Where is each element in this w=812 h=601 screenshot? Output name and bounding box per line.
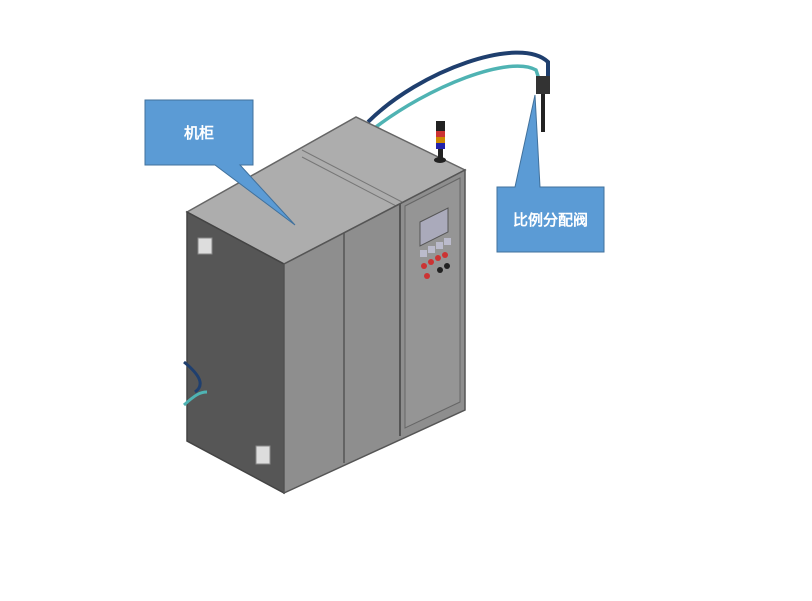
callout-cabinet-label: 机柜 [183,124,214,142]
signal-tower-light [434,121,446,163]
proportional-valve [536,76,550,132]
callout-valve-shape [496,94,605,253]
hose-teal [370,64,542,132]
callout-cabinet-shape [144,99,296,226]
hose-dark [366,50,550,124]
control-buttons [420,238,451,279]
touch-screen [419,207,449,247]
callout-valve-label: 比例分配阀 [512,211,588,229]
